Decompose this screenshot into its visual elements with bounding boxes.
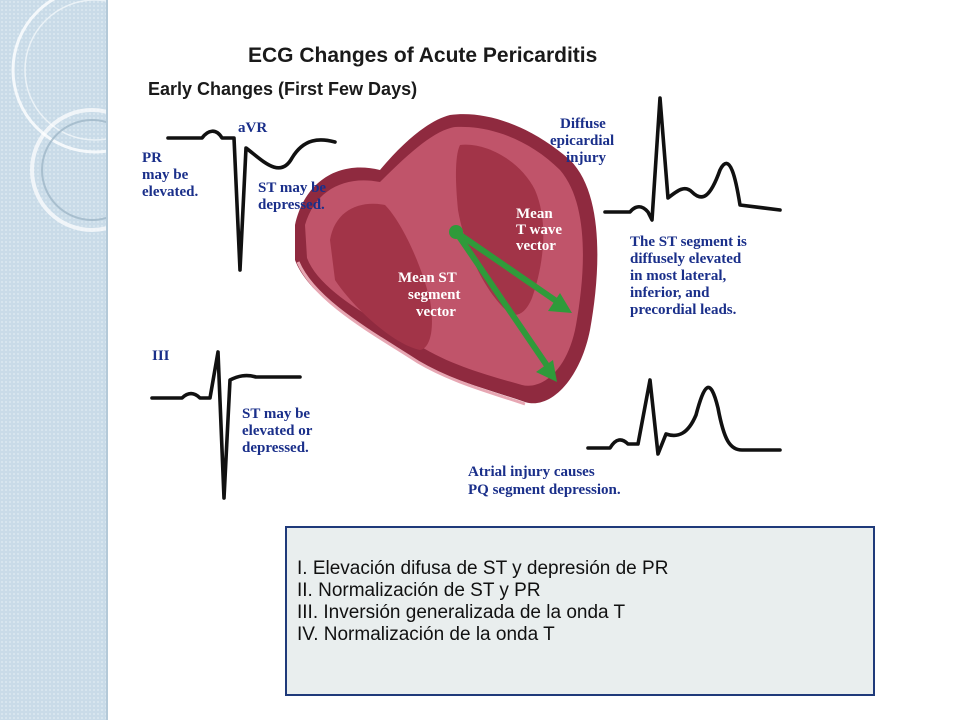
svg-text:T wave: T wave — [516, 222, 562, 238]
svg-text:diffusely elevated: diffusely elevated — [630, 251, 742, 267]
stage-item: IV. Normalización de la onda T — [297, 624, 555, 645]
ecg-atrial-injury-trace — [586, 378, 782, 456]
label-avr: aVR — [238, 120, 267, 136]
decorative-circles — [11, 0, 106, 232]
stage-item: III. Inversión generalizada de la onda T — [297, 602, 626, 623]
svg-text:Diffuse: Diffuse — [560, 116, 606, 132]
pericarditis-figure: ECG Changes of Acute Pericarditis Early … — [130, 30, 810, 510]
label-pr: PR may be elevated. — [142, 150, 198, 200]
svg-text:Mean ST: Mean ST — [398, 270, 457, 286]
svg-text:inferior, and: inferior, and — [630, 285, 710, 301]
svg-text:ST may be: ST may be — [242, 406, 310, 422]
right-ventricle-cavity — [455, 144, 544, 315]
slide-sidebar — [0, 0, 108, 720]
label-diffuse-injury: Diffuse epicardial injury — [550, 116, 614, 166]
svg-text:elevated or: elevated or — [242, 423, 313, 439]
vector-arrows — [449, 225, 572, 382]
svg-text:ST may be: ST may be — [258, 180, 326, 196]
svg-text:in most lateral,: in most lateral, — [630, 268, 726, 284]
svg-text:epicardial: epicardial — [550, 133, 614, 149]
label-atrial-injury: Atrial injury causes PQ segment depressi… — [468, 464, 621, 498]
svg-text:may be: may be — [142, 167, 189, 183]
figure-title: ECG Changes of Acute Pericarditis — [248, 44, 597, 67]
svg-text:injury: injury — [566, 150, 607, 166]
mean-st-vector-arrowhead — [536, 360, 557, 382]
ecg-diagram: ECG Changes of Acute Pericarditis Early … — [142, 44, 782, 500]
svg-text:precordial leads.: precordial leads. — [630, 302, 737, 318]
svg-text:vector: vector — [416, 304, 456, 320]
mean-t-vector-arrow — [454, 229, 564, 308]
label-mean-st-vector: Mean ST segment vector — [398, 270, 461, 320]
svg-text:segment: segment — [408, 287, 461, 303]
label-st-elevated: The ST segment is diffusely elevated in … — [630, 234, 747, 318]
stage-item: II. Normalización de ST y PR — [297, 580, 541, 601]
heart-edge-highlight — [296, 261, 526, 406]
ecg-avr-trace — [166, 129, 337, 272]
mean-t-vector-arrowhead — [548, 293, 572, 313]
label-st-depressed: ST may be depressed. — [258, 180, 326, 213]
svg-text:depressed.: depressed. — [242, 440, 309, 456]
label-lead-iii: III — [152, 348, 170, 364]
svg-text:vector: vector — [516, 238, 556, 254]
left-ventricle-cavity — [330, 203, 432, 350]
ecg-lead-iii-trace — [150, 350, 302, 500]
ecg-diffuse-injury-trace — [603, 96, 782, 222]
svg-text:elevated.: elevated. — [142, 184, 198, 200]
svg-text:The ST segment is: The ST segment is — [630, 234, 747, 250]
svg-text:PR: PR — [142, 150, 162, 166]
stage-item: I. Elevación difusa de ST y depresión de… — [297, 558, 669, 579]
svg-text:Mean: Mean — [516, 206, 553, 222]
svg-text:Atrial injury causes: Atrial injury causes — [468, 464, 595, 480]
svg-text:depressed.: depressed. — [258, 197, 325, 213]
mean-st-vector-arrow — [453, 230, 553, 372]
stages-list: I. Elevación difusa de ST y depresión de… — [297, 558, 873, 646]
label-st-elevated-or-depressed: ST may be elevated or depressed. — [242, 406, 313, 456]
stages-textbox: I. Elevación difusa de ST y depresión de… — [285, 526, 875, 696]
heart-illustration — [295, 114, 598, 406]
svg-text:PQ segment depression.: PQ segment depression. — [468, 482, 621, 498]
label-mean-t-vector: Mean T wave vector — [516, 206, 562, 254]
figure-subtitle: Early Changes (First Few Days) — [148, 79, 417, 99]
